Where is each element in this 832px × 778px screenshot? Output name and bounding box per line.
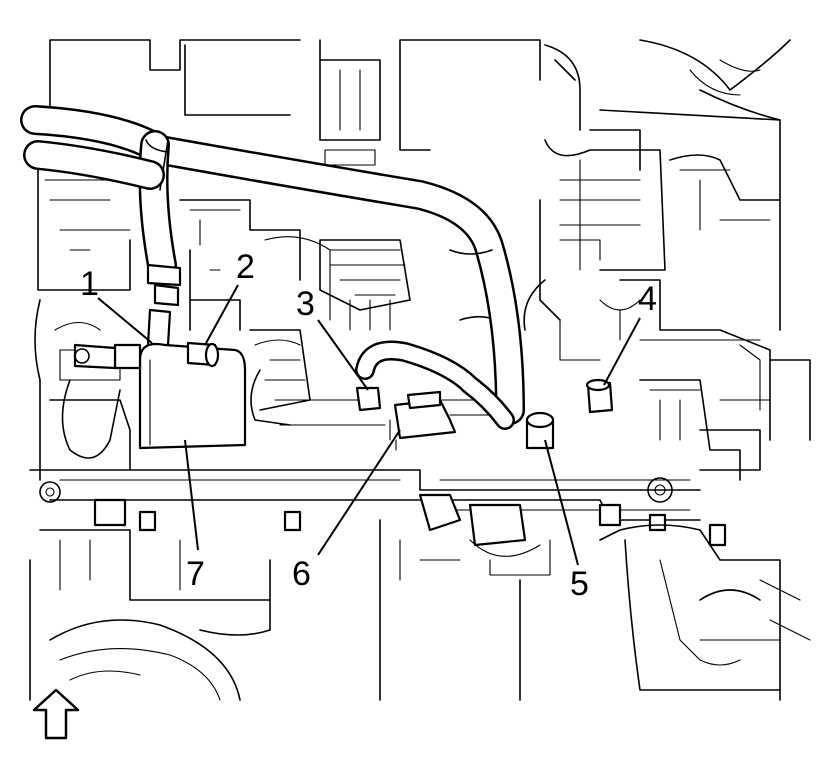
callout-6: 6 xyxy=(292,555,311,593)
callout-5: 5 xyxy=(570,565,589,603)
engine-background xyxy=(29,39,811,701)
part-1-clamp xyxy=(146,263,182,347)
part-7-canister xyxy=(73,342,247,450)
rail-bolts xyxy=(93,493,727,547)
part-5-fitting xyxy=(525,411,555,450)
part-3-clip xyxy=(355,386,382,412)
callout-7: 7 xyxy=(186,555,205,593)
callout-3: 3 xyxy=(296,285,315,323)
coolant-hoses xyxy=(20,105,525,430)
part-4-fitting xyxy=(585,378,614,414)
callout-2: 2 xyxy=(236,248,255,286)
callout-1: 1 xyxy=(80,265,99,303)
callout-labels: 1 2 3 4 5 6 7 xyxy=(80,248,657,603)
callout-4: 4 xyxy=(638,280,657,318)
leader-lines xyxy=(97,284,641,566)
part-2-fitting xyxy=(186,341,220,368)
up-arrow-icon xyxy=(32,688,80,740)
part-6-connector xyxy=(389,390,457,451)
